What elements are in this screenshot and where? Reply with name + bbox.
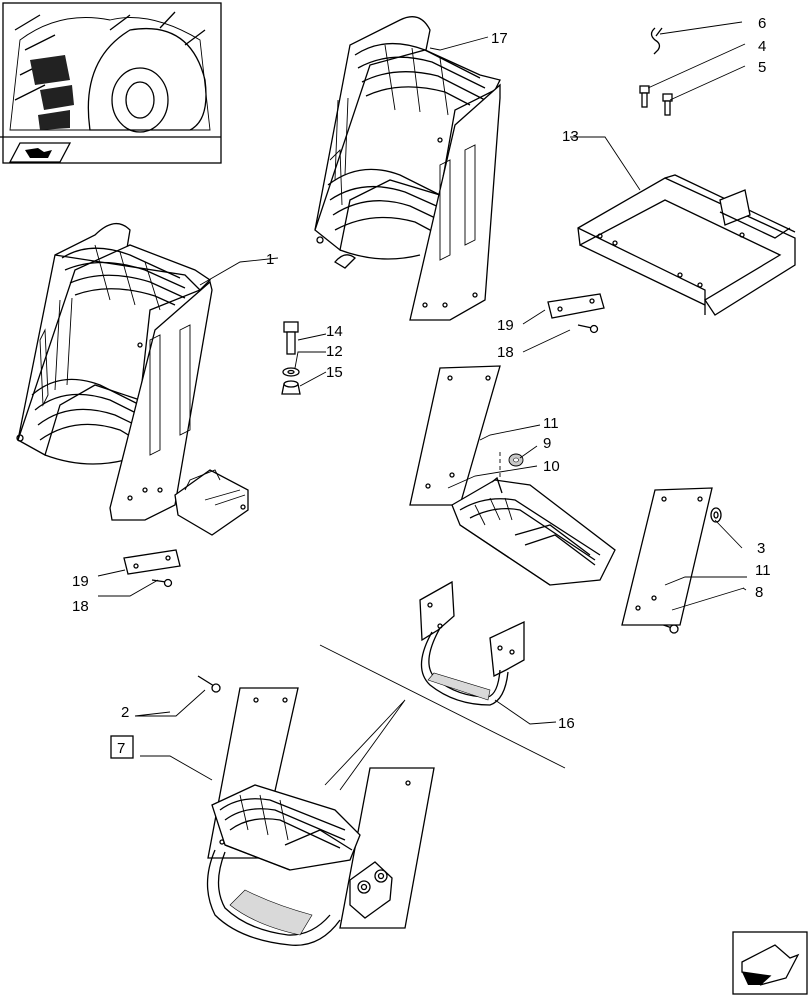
callout-11-right: 11 bbox=[755, 562, 771, 579]
callout-1: 1 bbox=[266, 251, 274, 268]
callout-8: 8 bbox=[755, 584, 763, 601]
callout-15: 15 bbox=[326, 364, 343, 381]
step-tread-10 bbox=[451, 452, 616, 586]
callout-7-box bbox=[110, 735, 134, 759]
step-frame-13 bbox=[577, 174, 796, 316]
nut-15 bbox=[281, 380, 301, 395]
callout-10: 10 bbox=[543, 458, 560, 475]
callout-labels: 1 2 7 3 4 5 6 8 9 10 11 11 12 13 14 15 1… bbox=[72, 15, 771, 759]
callout-9: 9 bbox=[543, 435, 551, 452]
callout-16: 16 bbox=[558, 715, 575, 732]
callout-12: 12 bbox=[326, 343, 343, 360]
callout-2: 2 bbox=[121, 704, 129, 721]
handle-16 bbox=[419, 580, 525, 706]
plate-19-upper bbox=[547, 293, 605, 319]
callout-18-upper: 18 bbox=[497, 344, 514, 361]
callout-6: 6 bbox=[758, 15, 766, 32]
bolt-14 bbox=[283, 321, 299, 355]
callout-18-lower: 18 bbox=[72, 598, 89, 615]
next-page-arrow-icon[interactable] bbox=[732, 931, 808, 995]
tractor-wheel-thumbnail-icon[interactable] bbox=[0, 2, 222, 164]
callout-11-middle: 11 bbox=[543, 415, 559, 432]
clip-6 bbox=[650, 27, 663, 55]
side-plate-11-middle bbox=[409, 365, 501, 506]
side-plate-11-right bbox=[621, 487, 713, 626]
step-assembly-17 bbox=[314, 16, 501, 321]
bolt-4 bbox=[639, 85, 650, 108]
callout-17: 17 bbox=[491, 30, 508, 47]
plate-19-lower bbox=[123, 549, 181, 575]
bolt-18-upper bbox=[577, 324, 599, 334]
callout-4: 4 bbox=[758, 38, 766, 55]
step-assembly-7 bbox=[206, 644, 566, 946]
callout-14: 14 bbox=[326, 323, 343, 340]
callout-5: 5 bbox=[758, 59, 766, 76]
washer-12 bbox=[282, 367, 300, 377]
bolt-5 bbox=[662, 93, 673, 116]
callout-7: 7 bbox=[117, 740, 125, 757]
callout-19-upper: 19 bbox=[497, 317, 514, 334]
step-assembly-1 bbox=[16, 223, 249, 536]
washer-9 bbox=[508, 453, 524, 467]
leader-lines bbox=[97, 21, 747, 781]
callout-3: 3 bbox=[757, 540, 765, 557]
bolt-2 bbox=[197, 675, 221, 693]
bolt-18-lower bbox=[151, 578, 173, 588]
book-index-icon[interactable] bbox=[8, 142, 72, 163]
washer-3 bbox=[710, 507, 722, 523]
callout-13: 13 bbox=[562, 128, 579, 145]
callout-19-lower: 19 bbox=[72, 573, 89, 590]
